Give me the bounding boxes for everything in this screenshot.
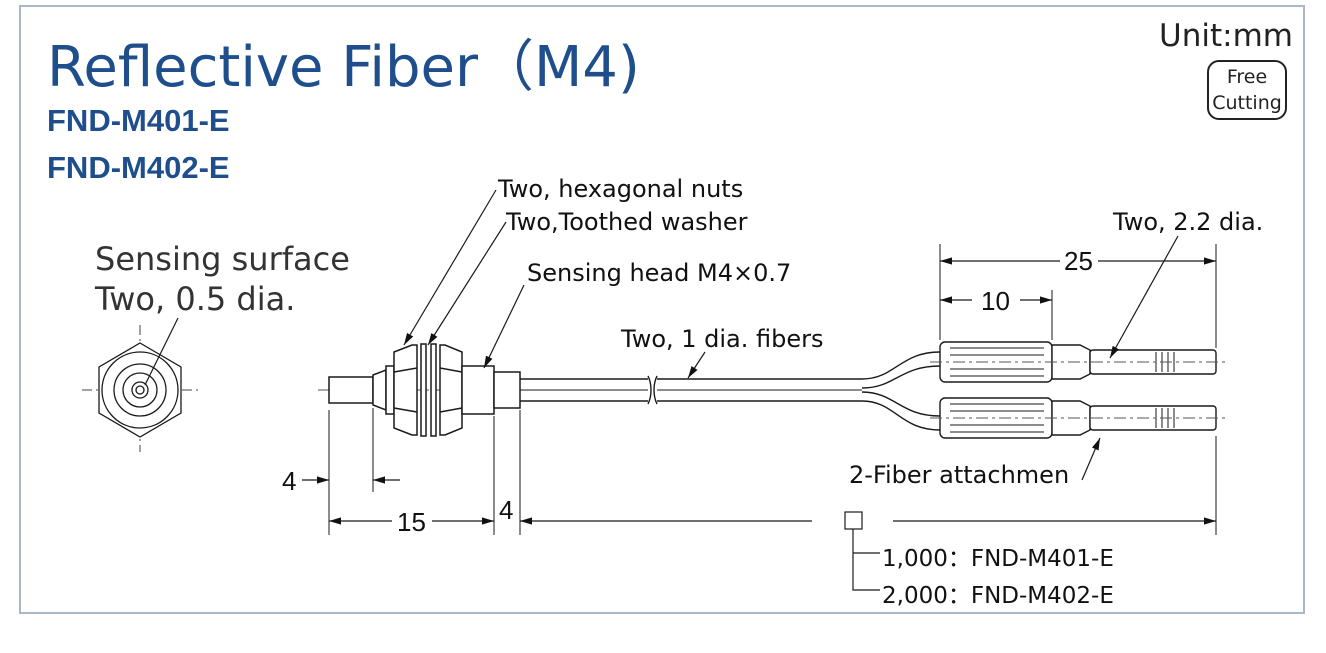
leader-lines <box>403 189 1179 481</box>
label-attachment-dia: Two, 2.2 dia. <box>1113 208 1264 236</box>
length-value-1: 1,000 <box>882 546 948 572</box>
label-hex-nuts: Two, hexagonal nuts <box>498 175 744 203</box>
badge-line-2: Cutting <box>1212 92 1282 114</box>
length-separator-2: ： <box>947 583 971 609</box>
dim-15: 15 <box>397 507 426 537</box>
label-fibers: Two, 1 dia. fibers <box>621 325 824 353</box>
attachment-centerlines <box>930 361 1228 419</box>
label-sensing-surface-dia: Two, 0.5 dia. <box>95 280 296 318</box>
dimension-lines <box>302 257 1216 525</box>
label-sensing-head: Sensing head M4×0.7 <box>527 259 792 287</box>
page-title: Reflective Fiber（M4) <box>47 35 640 100</box>
fiber-bundle <box>520 351 941 431</box>
dim-10: 10 <box>981 286 1010 316</box>
label-fiber-attachment: 2-Fiber attachmen <box>849 461 1070 489</box>
model-name-1: FND-M401-E <box>47 103 230 138</box>
length-model-2: FND-M402-E <box>970 583 1114 609</box>
model-name-2: FND-M402-E <box>47 150 230 185</box>
drawing-frame <box>19 5 1305 614</box>
dim-25: 25 <box>1064 246 1093 276</box>
label-toothed-washer: Two,Toothed washer <box>506 208 748 236</box>
label-sensing-surface: Sensing surface <box>95 240 350 278</box>
sensor-head <box>318 343 540 437</box>
unit-label: Unit:mm <box>1159 18 1293 54</box>
length-option-2: 2,000：FND-M402-E <box>882 576 1114 610</box>
free-cutting-badge: Free Cutting <box>1207 60 1287 120</box>
length-model-1: FND-M401-E <box>970 546 1114 572</box>
front-view <box>82 317 198 452</box>
length-separator-1: ： <box>947 546 971 572</box>
length-option-1: 1,000：FND-M401-E <box>882 539 1114 573</box>
length-value-2: 2,000 <box>882 583 948 609</box>
badge-line-1: Free <box>1226 66 1268 88</box>
dim-4-head: 4 <box>499 495 514 525</box>
length-selector <box>844 511 880 591</box>
dim-4-tip: 4 <box>282 466 297 496</box>
